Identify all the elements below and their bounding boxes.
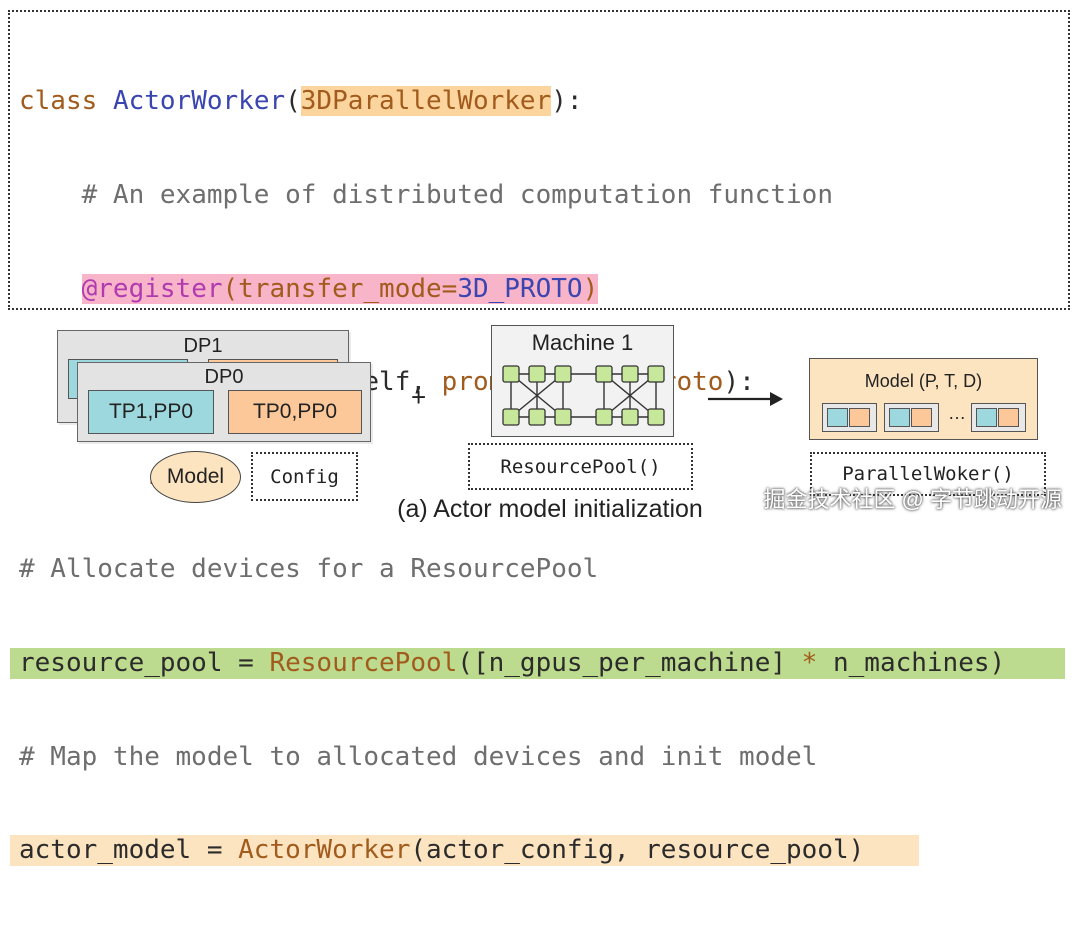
code-line-9-highlight: actor_model = ActorWorker(actor_config, …: [10, 835, 919, 867]
parallelworker-label: ParallelWoker(): [810, 452, 1046, 496]
var-resource-pool: resource_pool =: [19, 647, 270, 678]
decorator-highlight: @register(transfer_mode=3D_PROTO): [81, 273, 599, 304]
gpu-node: [595, 408, 613, 426]
class-actorworker: ActorWorker: [238, 835, 411, 866]
args-actor: (actor_config, resource_pool): [410, 835, 865, 866]
resourcepool-label: ResourcePool(): [468, 443, 693, 490]
comment-allocate: # Allocate devices for a ResourcePool: [19, 554, 599, 585]
gpu-node: [528, 408, 546, 426]
gpu-topology: [502, 365, 665, 426]
watermark: 掘金技术社区 @ 字节跳动开源: [763, 487, 1062, 512]
code-line-1: class ActorWorker(3DParallelWorker):: [19, 86, 1065, 117]
plus-sign: +: [411, 382, 427, 412]
tp0-pp0-box: TP0,PP0: [228, 390, 362, 434]
class-name: ActorWorker: [112, 86, 286, 117]
gpu-node: [502, 408, 520, 426]
comment-map: # Map the model to allocated devices and…: [19, 741, 818, 772]
shard-orange: [911, 408, 932, 427]
gpu-node: [647, 408, 665, 426]
gpu-node: [621, 408, 639, 426]
decorator-value: 3D_PROTO: [457, 273, 583, 304]
code-line-3: @register(transfer_mode=3D_PROTO): [19, 273, 1065, 305]
args-gpus: ([n_gpus_per_machine]: [457, 647, 802, 678]
paren: (: [222, 273, 239, 304]
tp1-pp0-box: TP1,PP0: [88, 390, 214, 434]
dp1-label: DP1: [183, 335, 223, 357]
machine-title: Machine 1: [531, 330, 634, 355]
model-ellipse: Model: [150, 451, 241, 503]
shard-chip: [884, 403, 939, 432]
operator-mult: *: [801, 647, 818, 678]
gpu-node: [528, 365, 546, 383]
code-line-8: # Map the model to allocated devices and…: [19, 742, 1065, 773]
paren: ): [582, 273, 599, 304]
shard-orange: [998, 408, 1019, 427]
figure-caption: (a) Actor model initialization: [397, 495, 703, 523]
args-machines: n_machines): [817, 647, 1006, 678]
gpu-node: [554, 365, 572, 383]
config-label: Config: [251, 452, 358, 501]
machine-box: Machine 1: [491, 325, 674, 437]
decorator-arg: transfer_mode=: [238, 273, 458, 304]
shard-chip: [822, 403, 877, 432]
shard-orange: [849, 408, 870, 427]
shard-blue: [976, 408, 997, 427]
shard-blue: [889, 408, 910, 427]
paren: (: [285, 86, 301, 117]
code-panel: class ActorWorker(3DParallelWorker): # A…: [8, 10, 1070, 867]
gpu-node: [502, 365, 520, 383]
gpu-node: [647, 365, 665, 383]
dp0-label: DP0: [204, 366, 244, 388]
shard-ellipsis: …: [948, 403, 966, 423]
code-line-6: # Allocate devices for a ResourcePool: [19, 554, 1065, 585]
model-ptd-title: Model (P, T, D): [864, 371, 983, 391]
code-line-7-highlight: resource_pool = ResourcePool([n_gpus_per…: [10, 647, 1065, 680]
shard-blue: [827, 408, 848, 427]
gpu-node: [554, 408, 572, 426]
code-line-2: # An example of distributed computation …: [19, 180, 1065, 211]
dp0-card: DP0 TP1,PP0 TP0,PP0: [77, 362, 371, 442]
decorator-name: @register: [81, 273, 223, 304]
base-class-highlight: 3DParallelWorker: [300, 86, 552, 117]
paren-colon: ):: [551, 86, 583, 117]
var-actor-model: actor_model =: [19, 835, 239, 866]
keyword-class: class: [19, 86, 98, 117]
gpu-node: [595, 365, 613, 383]
arrow-icon: [708, 392, 783, 406]
comment-example: # An example of distributed computation …: [81, 180, 833, 210]
class-resourcepool: ResourcePool: [269, 647, 458, 678]
shard-chip: [971, 403, 1026, 432]
gpu-node: [621, 365, 639, 383]
paren-colon: ):: [723, 367, 755, 398]
